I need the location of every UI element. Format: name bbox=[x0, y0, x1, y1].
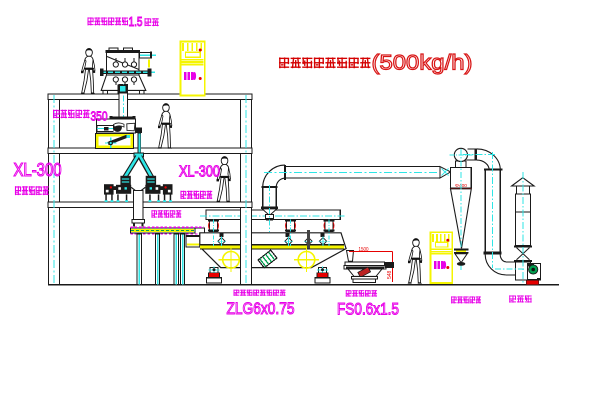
svg-text:548: 548 bbox=[387, 270, 393, 279]
svg-text:1500: 1500 bbox=[359, 247, 369, 253]
svg-text:(500kg/h): (500kg/h) bbox=[372, 50, 473, 74]
svg-text:ZLG6x0.75: ZLG6x0.75 bbox=[227, 300, 295, 318]
svg-text:XL-300: XL-300 bbox=[14, 159, 62, 180]
svg-text:XL-300: XL-300 bbox=[179, 164, 220, 181]
svg-text:1.5: 1.5 bbox=[129, 15, 143, 29]
svg-text:350: 350 bbox=[91, 109, 108, 124]
svg-text:FS0.6x1.5: FS0.6x1.5 bbox=[337, 301, 399, 319]
